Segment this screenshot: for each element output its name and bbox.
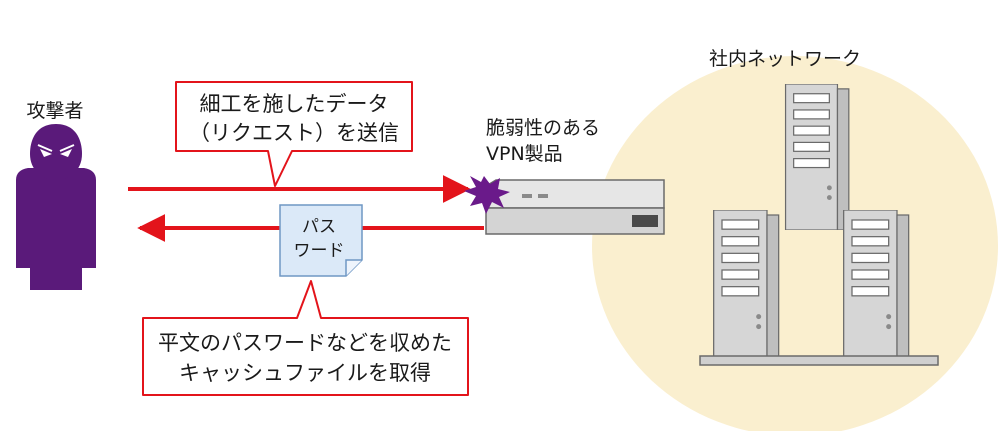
- result-callout: 平文のパスワードなどを収めた キャッシュファイルを取得: [142, 280, 469, 396]
- request-text-line2: （リクエスト）を送信: [189, 121, 399, 145]
- request-callout: 細工を施したデータ （リクエスト）を送信: [175, 81, 413, 187]
- attacker-label: 攻撃者: [26, 100, 83, 122]
- server-right: [842, 210, 910, 360]
- result-text-line1: 平文のパスワードなどを収めた: [158, 331, 452, 355]
- attacker-icon: [16, 124, 96, 290]
- server-top: [784, 84, 850, 230]
- network-label: 社内ネットワーク: [709, 48, 861, 70]
- request-text-line1: 細工を施したデータ: [200, 92, 389, 116]
- server-base: [699, 355, 939, 366]
- result-text-line2: キャッシュファイルを取得: [179, 361, 431, 385]
- password-note-icon: パス ワード: [279, 204, 363, 277]
- password-text-line1: パス: [302, 217, 336, 237]
- vpn-label-line1: 脆弱性のある: [486, 117, 600, 139]
- server-left: [712, 210, 780, 360]
- vpn-label-line2: VPN製品: [486, 143, 563, 165]
- vpn-appliance-icon: [485, 179, 665, 235]
- password-text-line2: ワード: [294, 241, 345, 261]
- impact-burst-icon: [464, 176, 510, 214]
